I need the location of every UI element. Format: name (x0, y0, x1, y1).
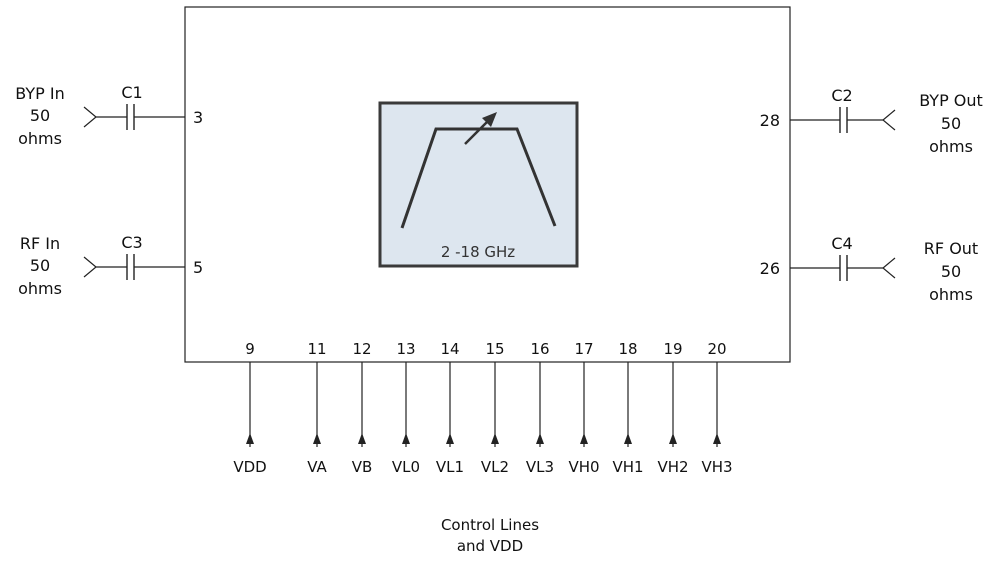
arrow-up-icon (446, 433, 454, 444)
control-lines-caption: Control Lines (441, 516, 539, 534)
capacitor-label: C2 (831, 86, 852, 105)
connector-icon (83, 256, 97, 278)
port-impedance-unit-label: ohms (18, 129, 62, 148)
control-signal-label: VA (307, 458, 327, 476)
capacitor-label: C1 (121, 83, 142, 102)
filter-frequency-label: 2 -18 GHz (441, 243, 515, 261)
control-pin-number: 13 (396, 340, 415, 358)
control-pin-number: 17 (574, 340, 593, 358)
port-impedance-label: 50 (941, 114, 961, 133)
pin-number: 28 (760, 111, 780, 130)
control-signal-label: VL2 (481, 458, 509, 476)
arrow-up-icon (402, 433, 410, 444)
port-name-label: BYP Out (919, 91, 983, 110)
arrow-up-icon (358, 433, 366, 444)
port-name-label: BYP In (15, 84, 64, 103)
control-signal-label: VH0 (568, 458, 599, 476)
port-name-label: RF In (20, 234, 60, 253)
control-signal-label: VL3 (526, 458, 554, 476)
arrow-up-icon (580, 433, 588, 444)
connector-icon (83, 106, 97, 128)
port-impedance-label: 50 (30, 256, 50, 275)
port-byp-in: C1 3 BYP In 50 ohms (15, 83, 203, 148)
control-pin-number: 20 (707, 340, 726, 358)
arrow-up-icon (536, 433, 544, 444)
control-signal-label: VDD (233, 458, 266, 476)
pin-number: 3 (193, 108, 203, 127)
arrow-up-icon (669, 433, 677, 444)
control-pin-number: 19 (663, 340, 682, 358)
filter-block: 2 -18 GHz (378, 101, 579, 268)
capacitor-label: C3 (121, 233, 142, 252)
control-signal-label: VL0 (392, 458, 420, 476)
pin-number: 26 (760, 259, 780, 278)
control-signal-label: VL1 (436, 458, 464, 476)
control-lines-caption-line2: and VDD (457, 537, 523, 555)
control-signal-label: VH3 (701, 458, 732, 476)
arrow-up-icon (313, 433, 321, 444)
capacitor-label: C4 (831, 234, 852, 253)
filter-box (378, 101, 579, 268)
arrow-up-icon (624, 433, 632, 444)
control-signal-label: VH1 (612, 458, 643, 476)
control-pin-number: 11 (307, 340, 326, 358)
control-pin-number: 9 (245, 340, 255, 358)
port-impedance-unit-label: ohms (18, 279, 62, 298)
port-impedance-label: 50 (30, 106, 50, 125)
control-pin-number: 15 (485, 340, 504, 358)
port-byp-out: C2 28 BYP Out 50 ohms (760, 86, 983, 156)
port-rf-in: C3 5 RF In 50 ohms (18, 233, 203, 298)
arrow-up-icon (491, 433, 499, 444)
port-impedance-unit-label: ohms (929, 137, 973, 156)
connector-icon (882, 109, 896, 131)
port-rf-out: C4 26 RF Out 50 ohms (760, 234, 979, 304)
arrow-up-icon (246, 433, 254, 444)
control-pin-number: 16 (530, 340, 549, 358)
control-pin-number: 18 (618, 340, 637, 358)
tunable-bandpass-filter-icon (400, 112, 557, 229)
port-impedance-unit-label: ohms (929, 285, 973, 304)
connector-icon (882, 257, 896, 279)
port-name-label: RF Out (924, 239, 978, 258)
pin-number: 5 (193, 258, 203, 277)
port-impedance-label: 50 (941, 262, 961, 281)
control-pin-number: 12 (352, 340, 371, 358)
arrow-up-icon (713, 433, 721, 444)
control-signal-label: VB (352, 458, 373, 476)
control-pin-number: 14 (440, 340, 459, 358)
control-signal-label: VH2 (657, 458, 688, 476)
